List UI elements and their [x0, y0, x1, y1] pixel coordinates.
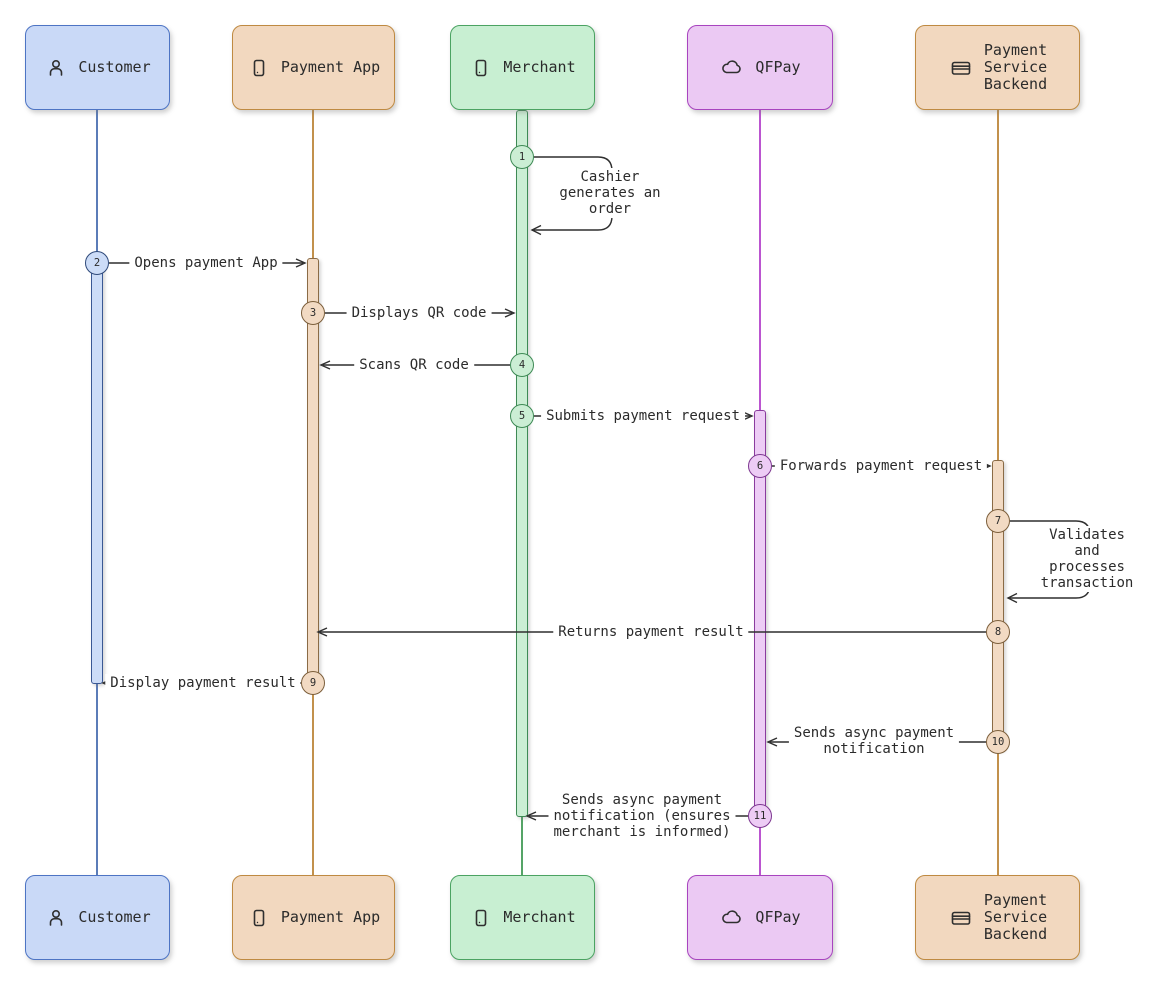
- mobile-icon: [469, 906, 493, 930]
- seq-circle-2: 2: [85, 251, 109, 275]
- actor-label: QFPay: [755, 908, 801, 926]
- message-8-label: Returns payment result: [553, 623, 749, 641]
- message-6-label: Forwards payment request: [774, 457, 988, 475]
- mobile-icon: [469, 56, 493, 80]
- actor-label: Customer: [78, 908, 151, 926]
- activation-customer: [91, 263, 103, 684]
- actor-label: QFPay: [755, 58, 801, 76]
- actor-backend-bottom: Payment Service Backend: [915, 875, 1080, 960]
- mobile-icon: [247, 906, 271, 930]
- seq-circle-1: 1: [510, 145, 534, 169]
- message-3-label: Displays QR code: [346, 304, 492, 322]
- message-9-label: Display payment result: [105, 674, 301, 692]
- seq-circle-3: 3: [301, 301, 325, 325]
- person-icon: [44, 56, 68, 80]
- actor-label: Merchant: [503, 908, 576, 926]
- actor-payment-app-top: Payment App: [232, 25, 395, 110]
- seq-circle-7: 7: [986, 509, 1010, 533]
- card-icon: [948, 56, 974, 80]
- message-3-arrowhead: [504, 308, 516, 318]
- cloud-icon: [719, 906, 745, 930]
- actor-label: Customer: [78, 58, 151, 76]
- message-10-arrowhead: [766, 737, 778, 747]
- message-4-arrowhead: [319, 360, 331, 370]
- actor-customer-top: Customer: [25, 25, 170, 110]
- card-icon: [948, 906, 974, 930]
- actor-merchant-bottom: Merchant: [450, 875, 595, 960]
- message-5-label: Submits payment request: [541, 407, 745, 425]
- actor-customer-bottom: Customer: [25, 875, 170, 960]
- actor-label: Payment Service Backend: [983, 41, 1048, 93]
- cloud-icon: [719, 56, 745, 80]
- seq-circle-6: 6: [748, 454, 772, 478]
- seq-circle-8: 8: [986, 620, 1010, 644]
- message-11-label: Sends async payment notification (ensure…: [548, 791, 736, 841]
- actor-label: Merchant: [503, 58, 576, 76]
- message-8-arrowhead: [316, 627, 328, 637]
- activation-merchant: [516, 110, 528, 817]
- message-2-label: Opens payment App: [129, 254, 283, 272]
- message-7-label: Validates and processes transaction: [1035, 526, 1139, 592]
- activation-backend: [992, 460, 1004, 750]
- actor-backend-top: Payment Service Backend: [915, 25, 1080, 110]
- seq-circle-10: 10: [986, 730, 1010, 754]
- seq-circle-5: 5: [510, 404, 534, 428]
- mobile-icon: [247, 56, 271, 80]
- message-2-arrowhead: [295, 258, 307, 268]
- actor-merchant-top: Merchant: [450, 25, 595, 110]
- message-7-arrowhead: [1006, 592, 1018, 604]
- message-1-label: Cashier generates an order: [554, 168, 666, 218]
- actor-label: Payment App: [280, 58, 381, 76]
- message-11-arrowhead: [525, 811, 537, 821]
- seq-circle-11: 11: [748, 804, 772, 828]
- actor-label: Payment App: [280, 908, 381, 926]
- actor-label: Payment Service Backend: [983, 891, 1048, 943]
- actor-qfpay-bottom: QFPay: [687, 875, 833, 960]
- seq-circle-4: 4: [510, 353, 534, 377]
- message-1-arrowhead: [530, 224, 542, 236]
- seq-circle-9: 9: [301, 671, 325, 695]
- message-4-label: Scans QR code: [354, 356, 474, 374]
- actor-payment-app-bottom: Payment App: [232, 875, 395, 960]
- message-10-label: Sends async payment notification: [788, 724, 960, 758]
- actor-qfpay-top: QFPay: [687, 25, 833, 110]
- person-icon: [44, 906, 68, 930]
